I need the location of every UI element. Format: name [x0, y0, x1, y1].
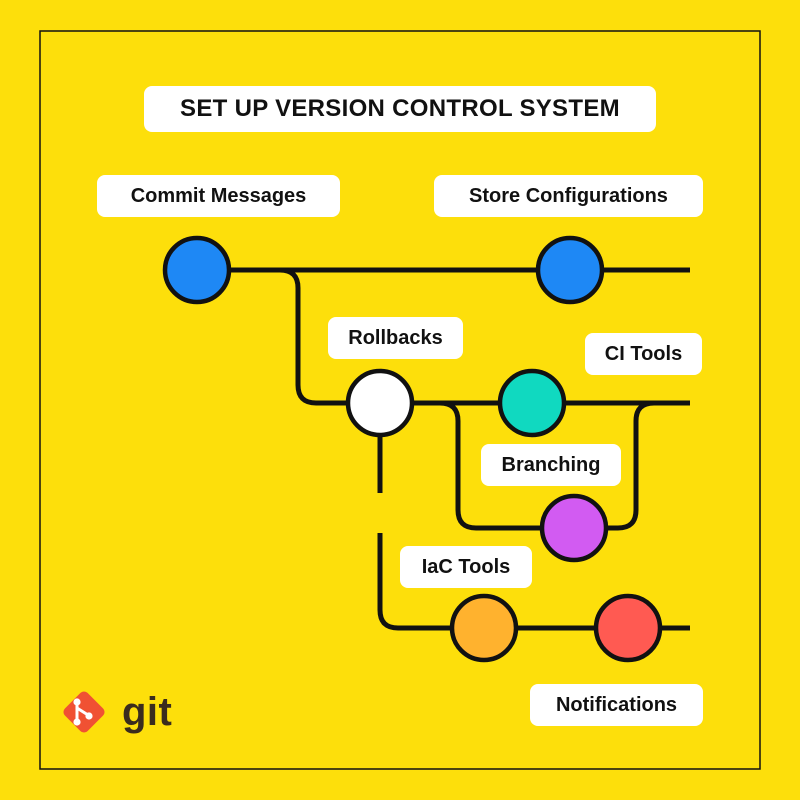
- commit-messages-label: Commit Messages: [97, 175, 340, 217]
- notifications-node: [593, 593, 663, 663]
- iac-tools-label: IaC Tools: [400, 546, 532, 588]
- rollbacks-node: [345, 368, 415, 438]
- git-logo: git: [58, 686, 172, 738]
- git-branch-icon: [63, 691, 105, 733]
- outer-frame: [39, 30, 761, 770]
- rollback-branch-line: [279, 267, 690, 406]
- branching-node: [539, 493, 609, 563]
- commit-messages-node: [162, 235, 232, 305]
- ci-tools-node: [497, 368, 567, 438]
- ci-tools-label: CI Tools: [585, 333, 702, 375]
- page-title: SET UP VERSION CONTROL SYSTEM: [144, 86, 656, 132]
- notifications-label: Notifications: [530, 684, 703, 726]
- store-configurations-node: [535, 235, 605, 305]
- iac-branch-line: [377, 533, 690, 631]
- git-wordmark: git: [122, 690, 173, 734]
- branching-label: Branching: [481, 444, 621, 486]
- rollbacks-label: Rollbacks: [328, 317, 463, 359]
- store-configurations-label: Store Configurations: [434, 175, 703, 217]
- iac-tools-node: [449, 593, 519, 663]
